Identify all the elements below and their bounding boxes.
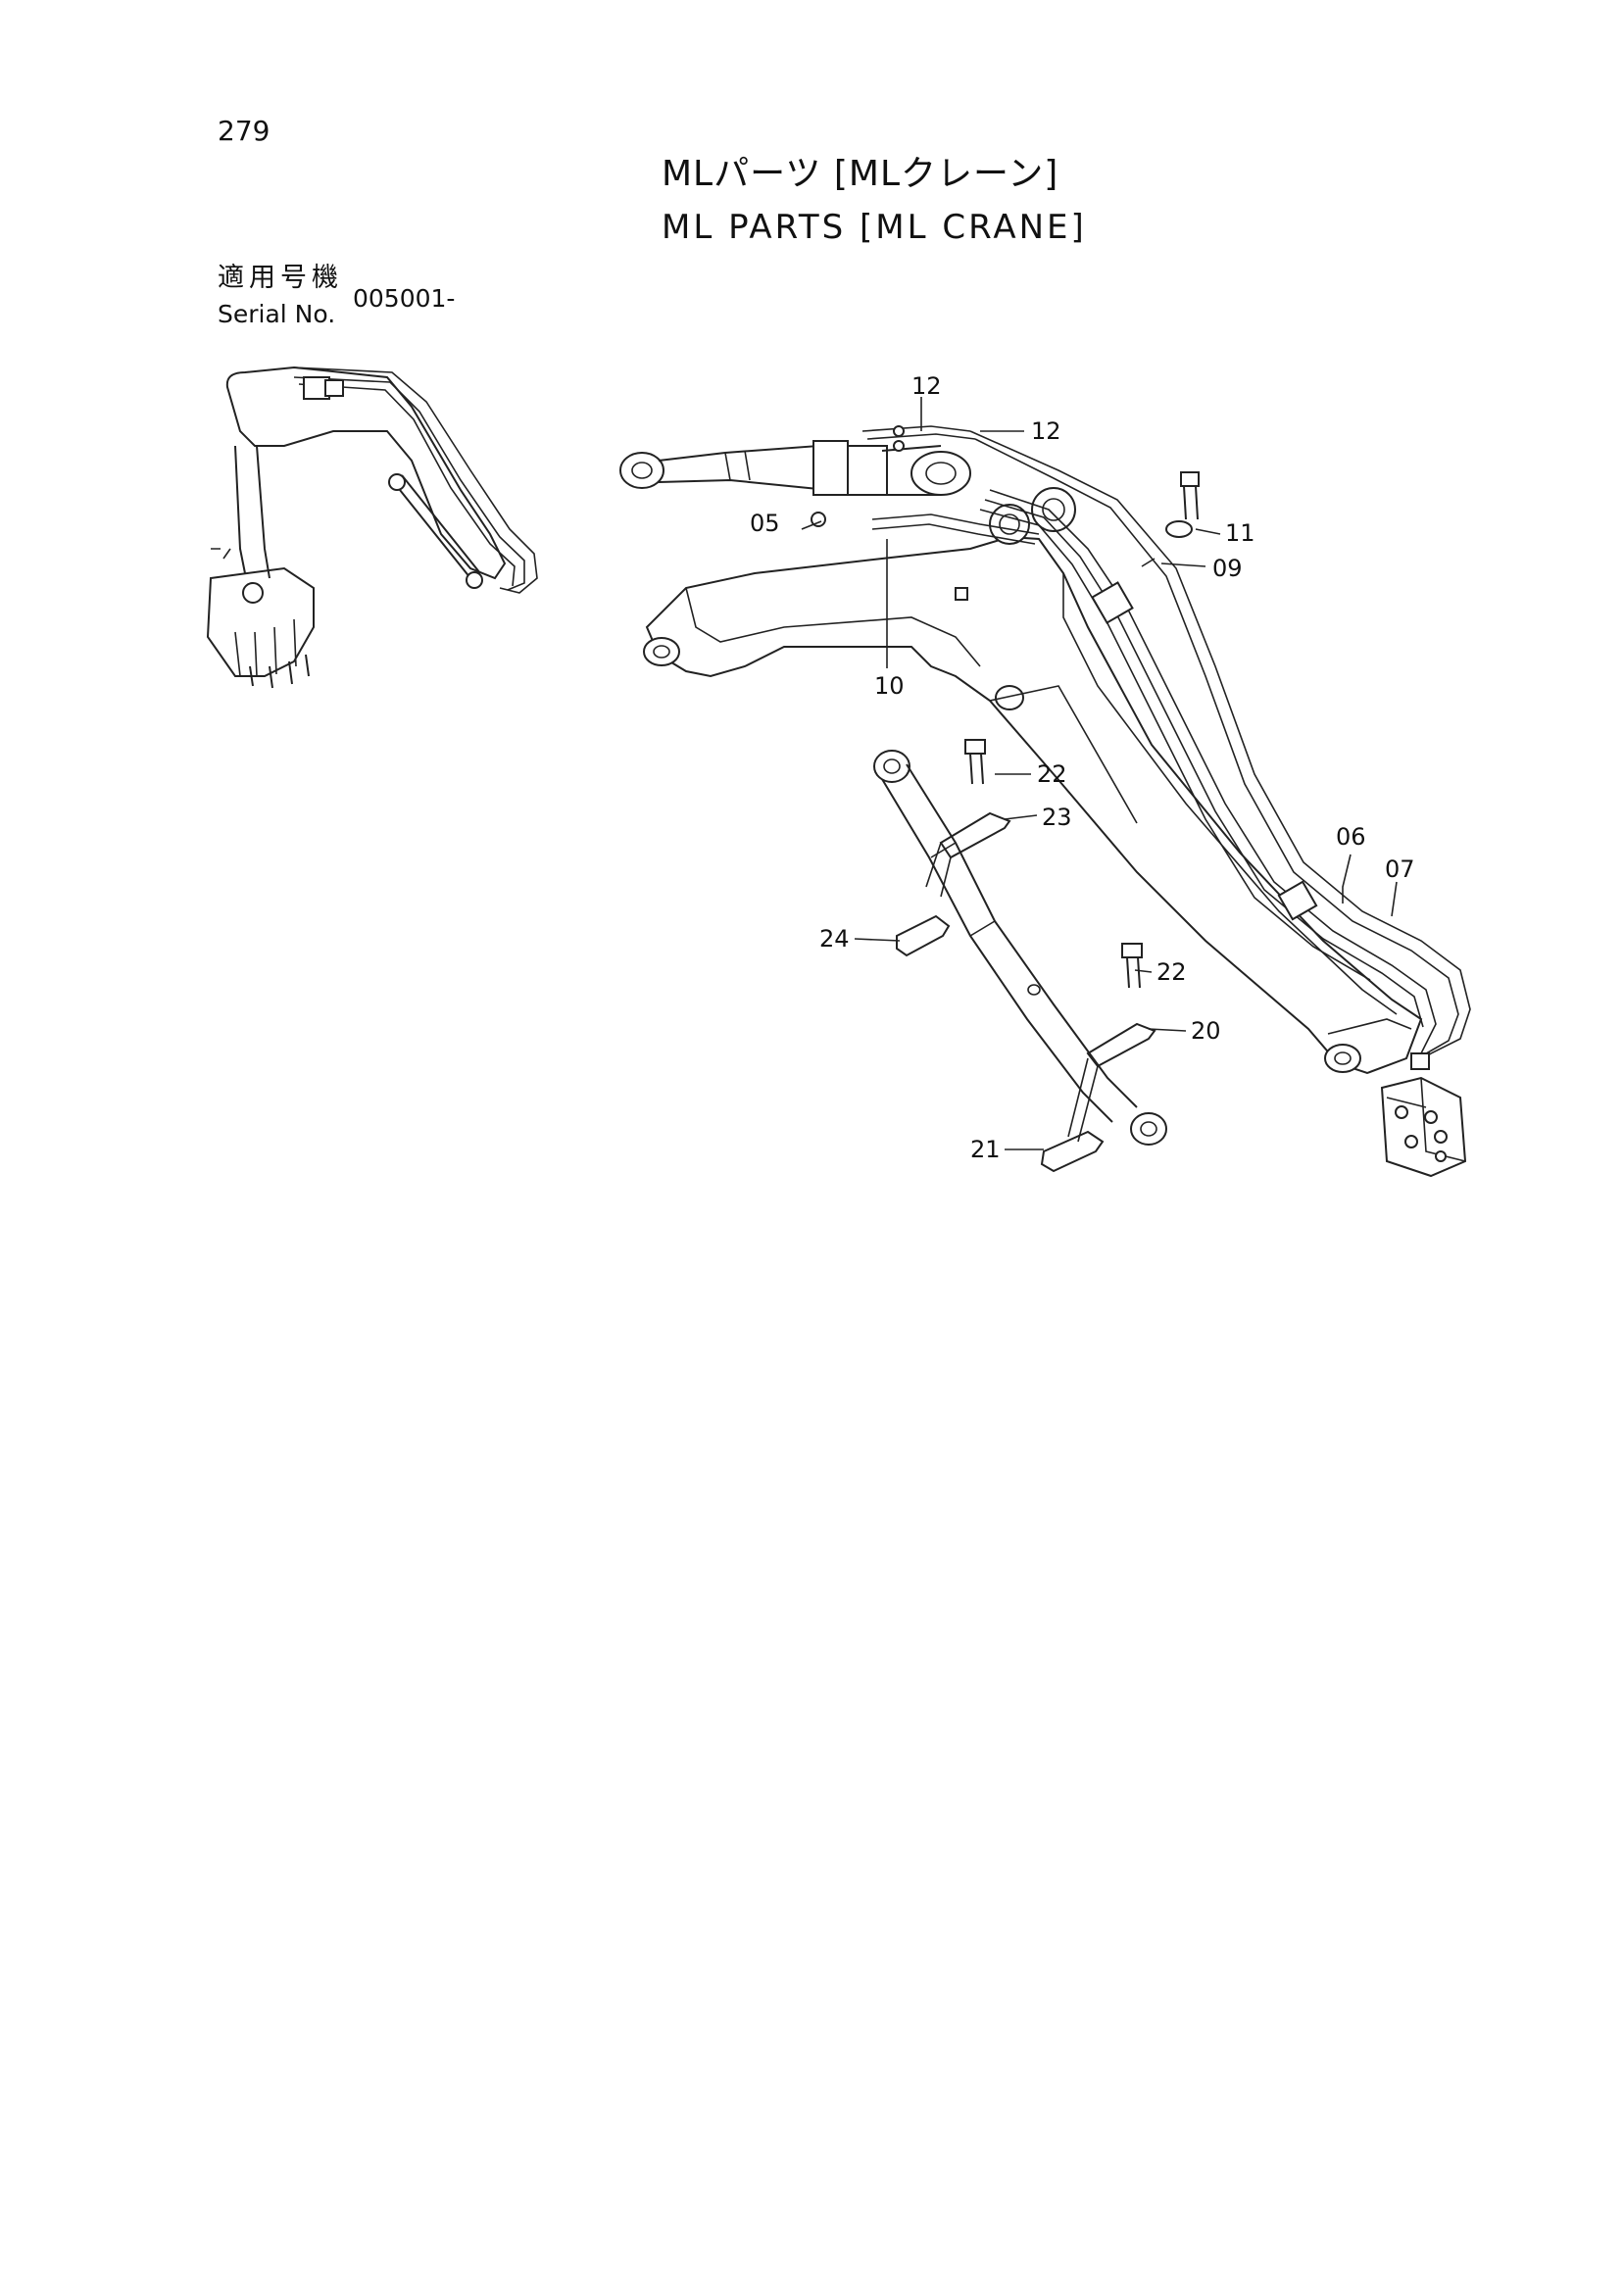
lower-hydraulic-cylinder (873, 750, 1167, 1146)
callout-06: 06 (1336, 823, 1366, 851)
serial-label-english: Serial No. (218, 300, 336, 328)
callout-12-upper: 12 (911, 372, 942, 400)
ml-crane-main-assembly: 12 12 05 11 09 10 22 23 24 22 20 21 06 0… (619, 372, 1471, 1178)
callout-22-upper: 22 (1037, 760, 1067, 788)
lower-clamp-assembly (1040, 943, 1156, 1173)
title-japanese: MLパーツ [MLクレーン] (662, 154, 1059, 194)
serial-label-japanese: 適用号機 (218, 263, 343, 293)
callout-leader-lines (801, 397, 1398, 1150)
callout-23: 23 (1042, 804, 1072, 831)
hydraulic-hoses (811, 430, 1471, 1070)
top-hydraulic-cylinder (619, 425, 976, 496)
callout-22-lower: 22 (1156, 958, 1187, 986)
title-english: ML PARTS [ML CRANE] (662, 208, 1087, 247)
bolt-and-washer (1141, 471, 1200, 567)
serial-number-value: 005001- (353, 284, 456, 313)
callout-10: 10 (874, 672, 905, 700)
callout-12-right: 12 (1031, 417, 1061, 445)
callout-20: 20 (1191, 1017, 1221, 1045)
callout-09: 09 (1212, 555, 1243, 582)
arm-boom-body (643, 487, 1423, 1075)
callout-05: 05 (750, 510, 780, 537)
callout-11: 11 (1225, 519, 1255, 547)
page-number: 279 (218, 115, 270, 147)
upper-clamp-assembly (896, 739, 1011, 957)
valve-block (1380, 1076, 1467, 1178)
callout-21: 21 (970, 1136, 1001, 1163)
callout-24: 24 (819, 925, 850, 953)
callout-labels: 12 12 05 11 09 10 22 23 24 22 20 21 06 0… (750, 372, 1415, 1163)
callout-07: 07 (1385, 855, 1415, 883)
overview-excavator-illustration (206, 366, 538, 689)
